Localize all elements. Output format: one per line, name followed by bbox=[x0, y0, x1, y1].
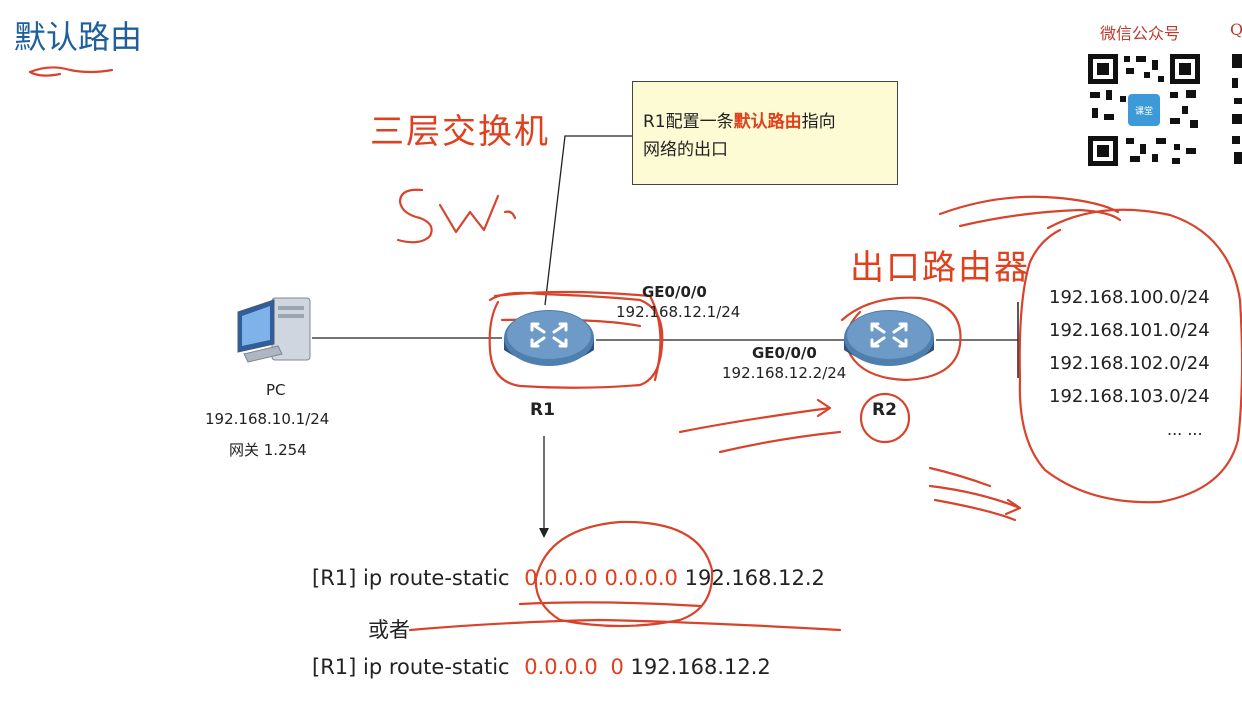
handwriting-w bbox=[438, 194, 500, 234]
title-underline-scribble bbox=[28, 66, 114, 74]
networks-list: 192.168.100.0/24 192.168.101.0/24 192.16… bbox=[1049, 281, 1210, 446]
qr-logo-text: 课堂 bbox=[1135, 105, 1153, 117]
r2-ip: 192.168.12.2/24 bbox=[722, 364, 847, 382]
wechat-label: 微信公众号 bbox=[1100, 24, 1181, 43]
network-item-more: ... ... bbox=[1167, 420, 1203, 439]
egress-router-label: 出口路由器 bbox=[850, 248, 1030, 288]
pc-icon bbox=[237, 297, 311, 363]
network-item: 192.168.100.0/24 bbox=[1049, 287, 1210, 308]
pc-ip: 192.168.10.1/24 bbox=[205, 410, 330, 428]
networks-circle-scribble bbox=[1018, 208, 1242, 504]
r1-port: GE0/0/0 bbox=[642, 283, 707, 301]
callout-line1: R1配置一条默认路由指向 bbox=[643, 112, 836, 132]
switch-label: 三层交换机 bbox=[370, 112, 550, 152]
r1-name: R1 bbox=[530, 400, 555, 420]
arrow-scribble-4 bbox=[933, 498, 1017, 522]
arrow-scribble-3 bbox=[928, 484, 1022, 516]
pc-gateway: 网关 1.254 bbox=[229, 441, 307, 459]
r1-ip: 192.168.12.1/24 bbox=[616, 303, 741, 321]
command-1: [R1] ip route-static 0.0.0.0 0.0.0.0 192… bbox=[312, 566, 825, 590]
command-2: [R1] ip route-static 0.0.0.0 0 192.168.1… bbox=[312, 655, 771, 679]
network-item: 192.168.103.0/24 bbox=[1049, 386, 1210, 407]
pc-name: PC bbox=[266, 381, 286, 399]
qr-code-partial-icon bbox=[1232, 54, 1242, 164]
arrow-scribble-2 bbox=[718, 430, 842, 454]
network-item: 192.168.101.0/24 bbox=[1049, 320, 1210, 341]
callout-leader bbox=[544, 135, 632, 306]
r1-circle-scribble bbox=[488, 291, 664, 389]
handwriting-dot bbox=[503, 210, 517, 220]
arrow-scribble-5 bbox=[928, 466, 992, 488]
qr-code-icon: 课堂 bbox=[1086, 52, 1202, 168]
arc-scribble-2 bbox=[958, 208, 1122, 228]
handwriting-s bbox=[396, 188, 433, 244]
r2-name: R2 bbox=[872, 400, 897, 420]
page-title: 默认路由 bbox=[14, 18, 143, 56]
arrow-scribble-1 bbox=[678, 398, 832, 434]
underline-scribble-1 bbox=[408, 618, 842, 632]
r2-port: GE0/0/0 bbox=[752, 344, 817, 362]
r2-router-icon bbox=[844, 310, 934, 366]
underline-scribble-2 bbox=[518, 601, 702, 608]
wechat-label-2: Q bbox=[1230, 20, 1242, 39]
arc-scribble-1 bbox=[938, 195, 1120, 216]
callout-line2: 网络的出口 bbox=[643, 140, 728, 160]
callout-box: R1配置一条默认路由指向 网络的出口 bbox=[632, 81, 898, 185]
r1-router-icon bbox=[504, 310, 594, 366]
network-item: 192.168.102.0/24 bbox=[1049, 353, 1210, 374]
r2-label-circle bbox=[859, 392, 911, 444]
r1-circle-scribble-2 bbox=[493, 290, 662, 382]
title-underline-scribble-2 bbox=[28, 70, 62, 77]
or-label: 或者 bbox=[368, 618, 410, 642]
arrow-head bbox=[539, 528, 549, 538]
